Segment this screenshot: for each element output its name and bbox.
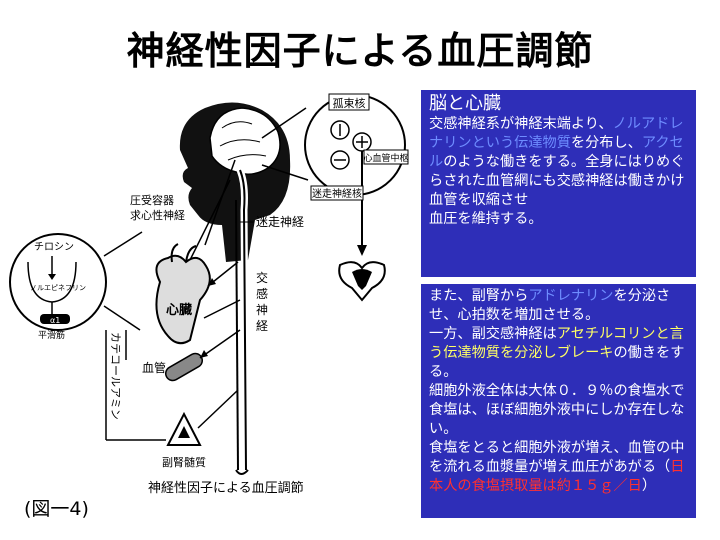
svg-text:交: 交 bbox=[256, 270, 268, 285]
catecholamine-label: カテコールアミン bbox=[109, 332, 122, 420]
vasomotor-center-label: 心血管中枢 bbox=[363, 152, 408, 164]
brain-heart-panel: 脳と心臓 交感神経系が神経末端より、ノルアドレナリンという伝達物質を分布し、アク… bbox=[421, 90, 696, 277]
svg-text:神: 神 bbox=[256, 303, 268, 317]
adrenal-medulla-label: 副腎髄質 bbox=[162, 455, 206, 469]
panel1-text-1: 交感神経系が神経末端より、 bbox=[429, 116, 613, 132]
smooth-muscle-label: 平滑筋 bbox=[38, 329, 65, 341]
sympathetic-label: 交 感 神 経 bbox=[256, 270, 268, 333]
blood-vessel-shape: 血管 bbox=[142, 352, 204, 382]
svg-text:感: 感 bbox=[256, 286, 268, 301]
noradrenaline-label: ノルエピネフリン bbox=[30, 284, 86, 292]
head-silhouette bbox=[179, 102, 291, 475]
panel1-accelerator: アクセル bbox=[429, 135, 684, 170]
baroreceptor-label-1: 圧受容器 bbox=[130, 193, 174, 207]
panel2-text-3: を分泌させ、心拍数を増加させる。 bbox=[429, 288, 671, 323]
panel2-acetylcholine: アセチルコリンと言う伝達物質を分泌しブレーキ bbox=[429, 326, 684, 361]
panel1-text-6: 血圧を維持する。 bbox=[429, 211, 543, 227]
heart-shape: 心臓 bbox=[155, 243, 211, 345]
panel2-text-6: の働きをする。 bbox=[429, 345, 685, 380]
alpha1-label: α1 bbox=[50, 316, 60, 325]
panel1-noradrenaline: ノルアドレナリンという伝達物質 bbox=[429, 116, 684, 151]
svg-text:経: 経 bbox=[256, 319, 268, 333]
baroreceptor-label-2: 求心性神経 bbox=[130, 208, 185, 222]
panel2-adrenaline: アドレナリン bbox=[528, 288, 614, 304]
figure-label: (図一4) bbox=[24, 498, 89, 520]
panel1-heading: 脳と心臓 bbox=[429, 93, 501, 114]
panel2-salt-intake: 日本人の食塩摂取量は約１５ｇ／日 bbox=[429, 459, 685, 494]
panel2-text-4: 一方、副交感神経は bbox=[429, 326, 557, 342]
svg-text:カテコールアミン: カテコールアミン bbox=[109, 332, 122, 420]
page-title: 神経性因子による血圧調節 bbox=[126, 29, 594, 73]
tyrosine-label: チロシン bbox=[34, 241, 74, 253]
panel1-text-3: を分布し、 bbox=[570, 135, 642, 151]
panel2-text-7: 細胞外液全体は大体０．９％の食塩水で食塩は、ほぼ細胞外液中にしか存在しない。 bbox=[429, 383, 685, 437]
heart-label: 心臓 bbox=[166, 302, 192, 318]
blood-vessel-label: 血管 bbox=[142, 360, 166, 375]
panel2-text-1: また、副腎から bbox=[429, 288, 529, 304]
blood-pressure-diagram: 孤束核 心血管中枢 迷走神経核 迷走神経 圧受容器 求心性神経 交 感 神 経 bbox=[9, 93, 409, 496]
panel2-text-8: 食塩をとると細胞外液が増え、血管の中を流れる血漿量が増え血圧があがる（ bbox=[429, 440, 685, 475]
adrenal-salt-panel: また、副腎からアドレナリンを分泌させ、心拍数を増加させる。 一方、副交感神経はア… bbox=[421, 284, 696, 518]
diagram-caption: 神経性因子による血圧調節 bbox=[148, 481, 304, 496]
synapse-inset: チロシン ノルエピネフリン α1 平滑筋 bbox=[9, 233, 107, 341]
vagal-nucleus-label: 迷走神経核 bbox=[312, 187, 362, 200]
vagus-nerve-label: 迷走神経 bbox=[256, 215, 304, 229]
adrenal-shape: 副腎髄質 bbox=[162, 411, 206, 469]
panel2-text-10: ） bbox=[641, 478, 657, 494]
nucleus-solitarius-label: 孤束核 bbox=[333, 96, 366, 110]
panel1-text-5: のような働きをする。全身にはりめぐらされた血管網にも交感神経は働きかけ血管を収縮… bbox=[429, 154, 685, 208]
brainstem-inset: 孤束核 心血管中枢 迷走神経核 bbox=[304, 93, 409, 302]
